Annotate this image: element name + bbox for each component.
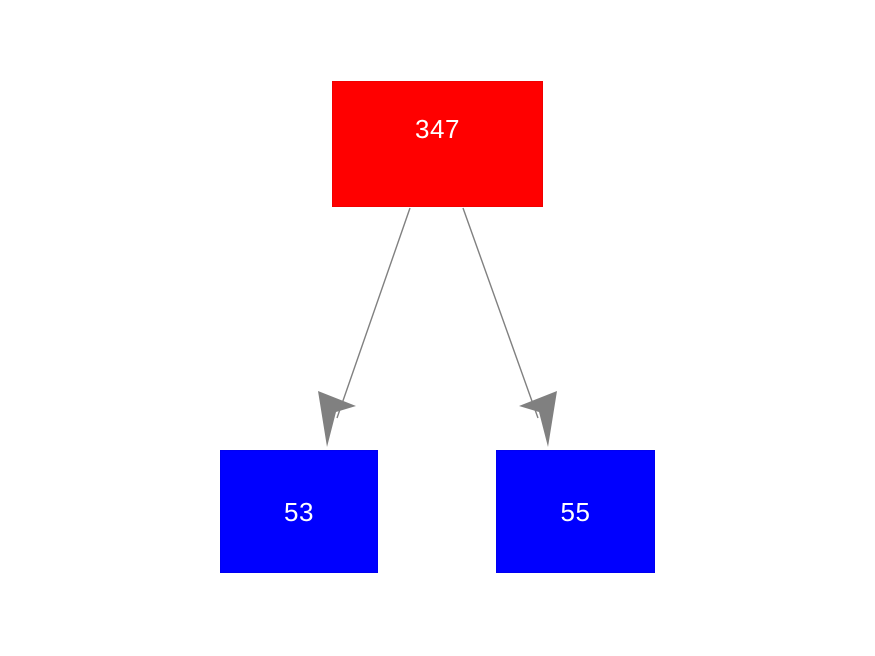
graph-node-leaf-right[interactable]: 55 <box>496 450 655 573</box>
edge-347-to-53 <box>318 207 411 447</box>
edge-line-347-to-55 <box>462 207 539 419</box>
graph-node-label: 347 <box>415 114 460 144</box>
graph-node-leaf-left[interactable]: 53 <box>220 450 378 573</box>
graph-node-label: 53 <box>284 496 314 527</box>
edge-347-to-55 <box>462 207 557 447</box>
edge-line-347-to-53 <box>336 207 411 419</box>
edge-arrowhead-347-to-53 <box>318 391 356 447</box>
graph-node-label: 55 <box>560 496 591 527</box>
graph-node-root[interactable]: 347 <box>332 81 543 207</box>
edge-arrowhead-347-to-55 <box>519 391 557 447</box>
